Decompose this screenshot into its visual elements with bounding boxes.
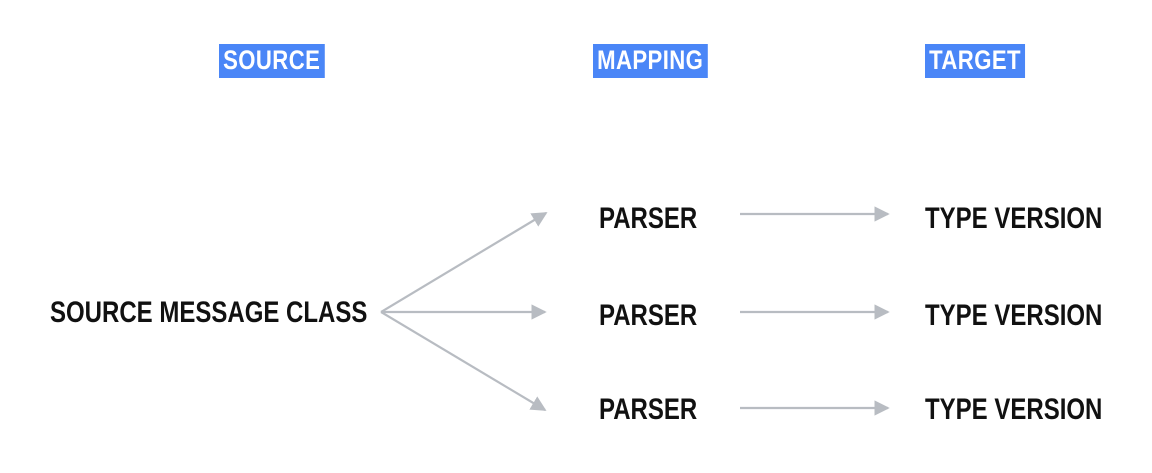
source-to-parser-arrow-3: [380, 311, 547, 411]
column-header-source: SOURCE: [219, 44, 325, 78]
source-to-parser-arrow-1: [380, 212, 548, 313]
parser-node-2: PARSER: [599, 299, 698, 332]
type-version-node-3: TYPE VERSION: [925, 393, 1103, 426]
parser-node-1: PARSER: [599, 202, 698, 235]
column-header-target: TARGET: [925, 44, 1026, 78]
column-header-mapping: MAPPING: [593, 44, 708, 78]
source-to-parser-arrow-group: [380, 212, 548, 411]
parser-to-target-arrow-group: [740, 206, 890, 416]
type-version-node-2: TYPE VERSION: [925, 299, 1103, 332]
type-version-node-1: TYPE VERSION: [925, 202, 1103, 235]
parser-node-3: PARSER: [599, 393, 698, 426]
source-message-class-label: SOURCE MESSAGE CLASS: [50, 296, 368, 329]
